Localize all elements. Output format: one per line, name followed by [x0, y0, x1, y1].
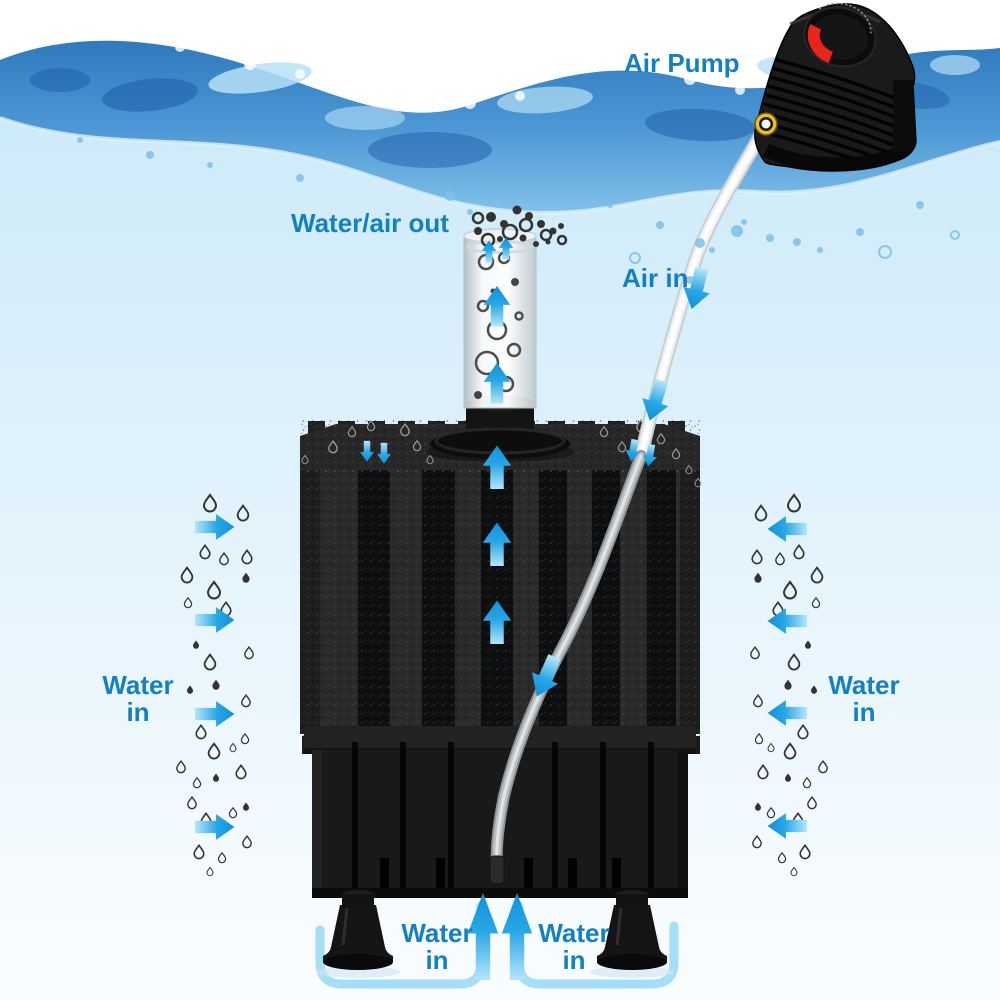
- water-surface: [0, 0, 1000, 215]
- label-air-pump: Air Pump: [624, 48, 740, 78]
- sponge-filter: [300, 419, 702, 754]
- label-water-air-out: Water/air out: [291, 208, 449, 238]
- base-slots: [352, 742, 654, 890]
- label-air-in: Air in: [622, 263, 689, 293]
- label-water-in-left: Water in: [102, 670, 174, 727]
- airline-end-tip: [489, 855, 505, 885]
- splash-bubbles: [77, 137, 960, 284]
- pump-air-nozzle: [754, 112, 778, 136]
- outlet-bubble-cluster: [471, 205, 568, 248]
- suction-feet: [316, 888, 674, 978]
- label-water-in-bottom-right: Water in: [538, 918, 610, 975]
- filter-base: [304, 726, 696, 898]
- pump-dial-red-indicator: [807, 24, 834, 63]
- air-pump-device: [754, 2, 917, 172]
- label-water-in-bottom-left: Water in: [401, 918, 473, 975]
- label-water-in-right: Water in: [828, 670, 900, 727]
- pump-dial: [803, 2, 877, 68]
